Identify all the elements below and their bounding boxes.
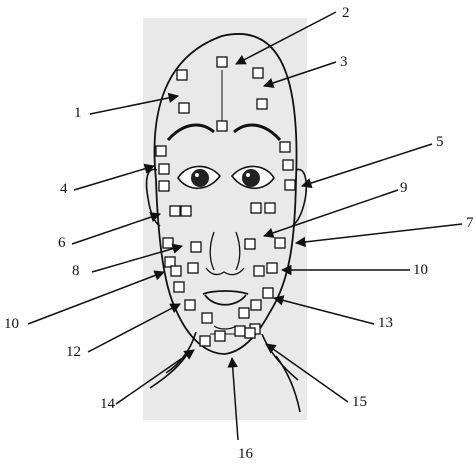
callout-4: 4 bbox=[60, 181, 68, 197]
measurement-point-marker bbox=[185, 300, 195, 310]
measurement-point-marker bbox=[170, 206, 180, 216]
measurement-point-marker bbox=[263, 288, 273, 298]
measurement-point-marker bbox=[159, 164, 169, 174]
callout-6: 6 bbox=[58, 235, 66, 251]
measurement-point-marker bbox=[253, 68, 263, 78]
measurement-point-marker bbox=[202, 313, 212, 323]
measurement-point-marker bbox=[245, 328, 255, 338]
measurement-point-marker bbox=[245, 239, 255, 249]
measurement-point-marker bbox=[285, 180, 295, 190]
leader-arrow bbox=[302, 144, 432, 186]
callout-3: 3 bbox=[340, 54, 348, 70]
measurement-point-marker bbox=[217, 121, 227, 131]
measurement-point-marker bbox=[254, 266, 264, 276]
measurement-point-marker bbox=[280, 142, 290, 152]
leader-arrow bbox=[74, 166, 154, 190]
measurement-point-marker bbox=[181, 206, 191, 216]
measurement-point-marker bbox=[215, 331, 225, 341]
background-panel bbox=[143, 18, 307, 420]
measurement-point-marker bbox=[191, 242, 201, 252]
measurement-point-marker bbox=[200, 336, 210, 346]
measurement-point-marker bbox=[283, 160, 293, 170]
measurement-point-marker bbox=[251, 300, 261, 310]
measurement-point-marker bbox=[163, 238, 173, 248]
measurement-point-marker bbox=[171, 266, 181, 276]
measurement-point-marker bbox=[275, 238, 285, 248]
callout-13: 13 bbox=[378, 315, 393, 331]
callout-12: 12 bbox=[66, 344, 81, 360]
callout-10-left: 10 bbox=[4, 316, 19, 332]
callout-16: 16 bbox=[238, 446, 254, 462]
measurement-point-marker bbox=[159, 181, 169, 191]
callout-8: 8 bbox=[72, 263, 80, 279]
callout-10-right: 10 bbox=[413, 262, 428, 278]
measurement-point-marker bbox=[188, 263, 198, 273]
measurement-point-marker bbox=[179, 103, 189, 113]
measurement-point-marker bbox=[257, 99, 267, 109]
callout-9: 9 bbox=[400, 180, 408, 196]
measurement-point-marker bbox=[267, 263, 277, 273]
callout-1: 1 bbox=[74, 105, 82, 121]
callout-2: 2 bbox=[342, 5, 350, 21]
measurement-point-marker bbox=[251, 203, 261, 213]
measurement-point-marker bbox=[239, 308, 249, 318]
measurement-point-marker bbox=[217, 57, 227, 67]
measurement-point-marker bbox=[174, 282, 184, 292]
callout-5: 5 bbox=[436, 134, 444, 150]
leader-arrow bbox=[296, 224, 462, 243]
callout-15: 15 bbox=[352, 394, 367, 410]
callout-14: 14 bbox=[100, 396, 116, 412]
measurement-point-marker bbox=[235, 326, 245, 336]
callout-7: 7 bbox=[466, 215, 474, 231]
measurement-point-marker bbox=[177, 70, 187, 80]
measurement-point-marker bbox=[156, 146, 166, 156]
measurement-point-marker bbox=[265, 203, 275, 213]
